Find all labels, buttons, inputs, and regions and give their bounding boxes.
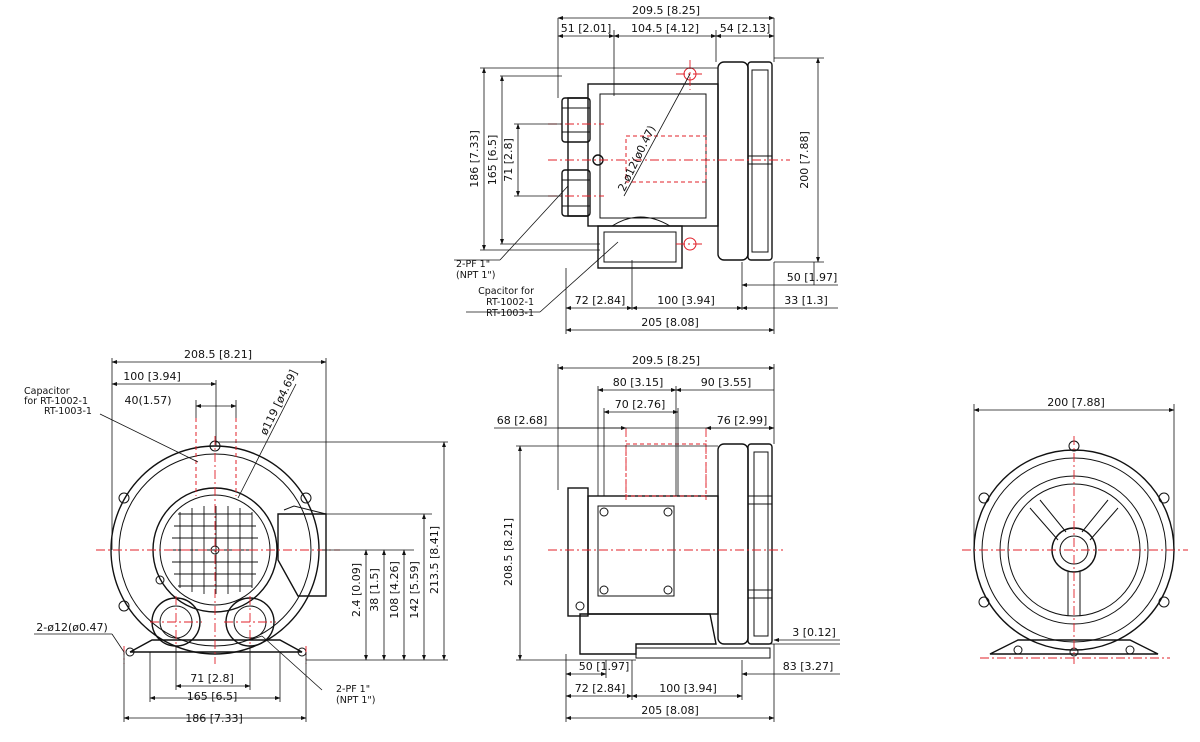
side-dim-72: 72 [2.84] [575,682,626,695]
front-dim-213: 213.5 [8.41] [428,526,441,594]
top-note-cap-2: RT-1002-1 [486,297,534,308]
top-dim-104: 104.5 [4.12] [631,22,699,35]
front-note-cap-1: Capacitor [24,386,70,397]
front-dim-hole: 2-ø12(ø0.47) [36,621,108,634]
top-view: 209.5 [8.25] 51 [2.01] 104.5 [4.12] 54 [… [454,4,838,334]
front-dim-165: 165 [6.5] [187,690,238,703]
side-dim-205: 205 [8.08] [641,704,699,717]
top-dim-54: 54 [2.13] [720,22,771,35]
top-note-cap-1: Cpacitor for [478,286,534,297]
side-dim-3: 3 [0.12] [792,626,836,639]
rear-dim-200: 200 [7.88] [1047,396,1105,409]
top-dim-hole: 2-ø12(ø0.47) [615,123,658,193]
side-dim-68: 68 [2.68] [497,414,548,427]
top-dim-205: 205 [8.08] [641,316,699,329]
front-note-port-1: 2-PF 1" [336,684,370,695]
side-dim-50: 50 [1.97] [579,660,630,673]
rear-view: 200 [7.88] [962,396,1188,664]
top-note-port-2: (NPT 1") [456,270,495,281]
side-dim-70: 70 [2.76] [615,398,666,411]
side-dim-90: 90 [3.55] [701,376,752,389]
side-dim-100: 100 [3.94] [659,682,717,695]
front-note-port-2: (NPT 1") [336,695,375,706]
top-dim-71: 71 [2.8] [502,138,515,182]
front-note-cap-2: for RT-1002-1 [24,396,88,407]
side-dim-208: 208.5 [8.21] [502,518,515,586]
front-note-cap-3: RT-1003-1 [44,406,92,417]
top-note-port-1: 2-PF 1" [456,259,490,270]
top-dim-200: 200 [7.88] [798,131,811,189]
side-dim-83: 83 [3.27] [783,660,834,673]
front-dim-38: 38 [1.5] [368,568,381,612]
front-dim-100: 100 [3.94] [123,370,181,383]
side-dim-76: 76 [2.99] [717,414,768,427]
top-dim-72: 72 [2.84] [575,294,626,307]
front-dim-40: 40(1.57) [124,394,171,407]
front-dim-186: 186 [7.33] [185,712,243,725]
side-dim-80: 80 [3.15] [613,376,664,389]
top-dim-186: 186 [7.33] [468,130,481,188]
side-view: 209.5 [8.25] 80 [3.15] 90 [3.55] 70 [2.7… [494,354,840,722]
top-dim-51: 51 [2.01] [561,22,612,35]
top-dim-overall-length: 209.5 [8.25] [632,4,700,17]
front-dim-71: 71 [2.8] [190,672,234,685]
side-dim-209: 209.5 [8.25] [632,354,700,367]
front-dim-119: ø119 [ø4.69] [257,368,300,438]
front-dim-142: 142 [5.59] [408,561,421,619]
top-dim-100: 100 [3.94] [657,294,715,307]
front-dim-2-4: 2.4 [0.09] [350,563,363,617]
top-dim-165: 165 [6.5] [486,135,499,186]
top-dim-50: 50 [1.97] [787,271,838,284]
front-dim-208: 208.5 [8.21] [184,348,252,361]
front-view: 208.5 [8.21] 100 [3.94] 40(1.57) ø119 [ø… [24,348,448,725]
front-dim-108: 108 [4.26] [388,561,401,619]
top-note-cap-3: RT-1003-1 [486,308,534,319]
top-dim-33: 33 [1.3] [784,294,828,307]
